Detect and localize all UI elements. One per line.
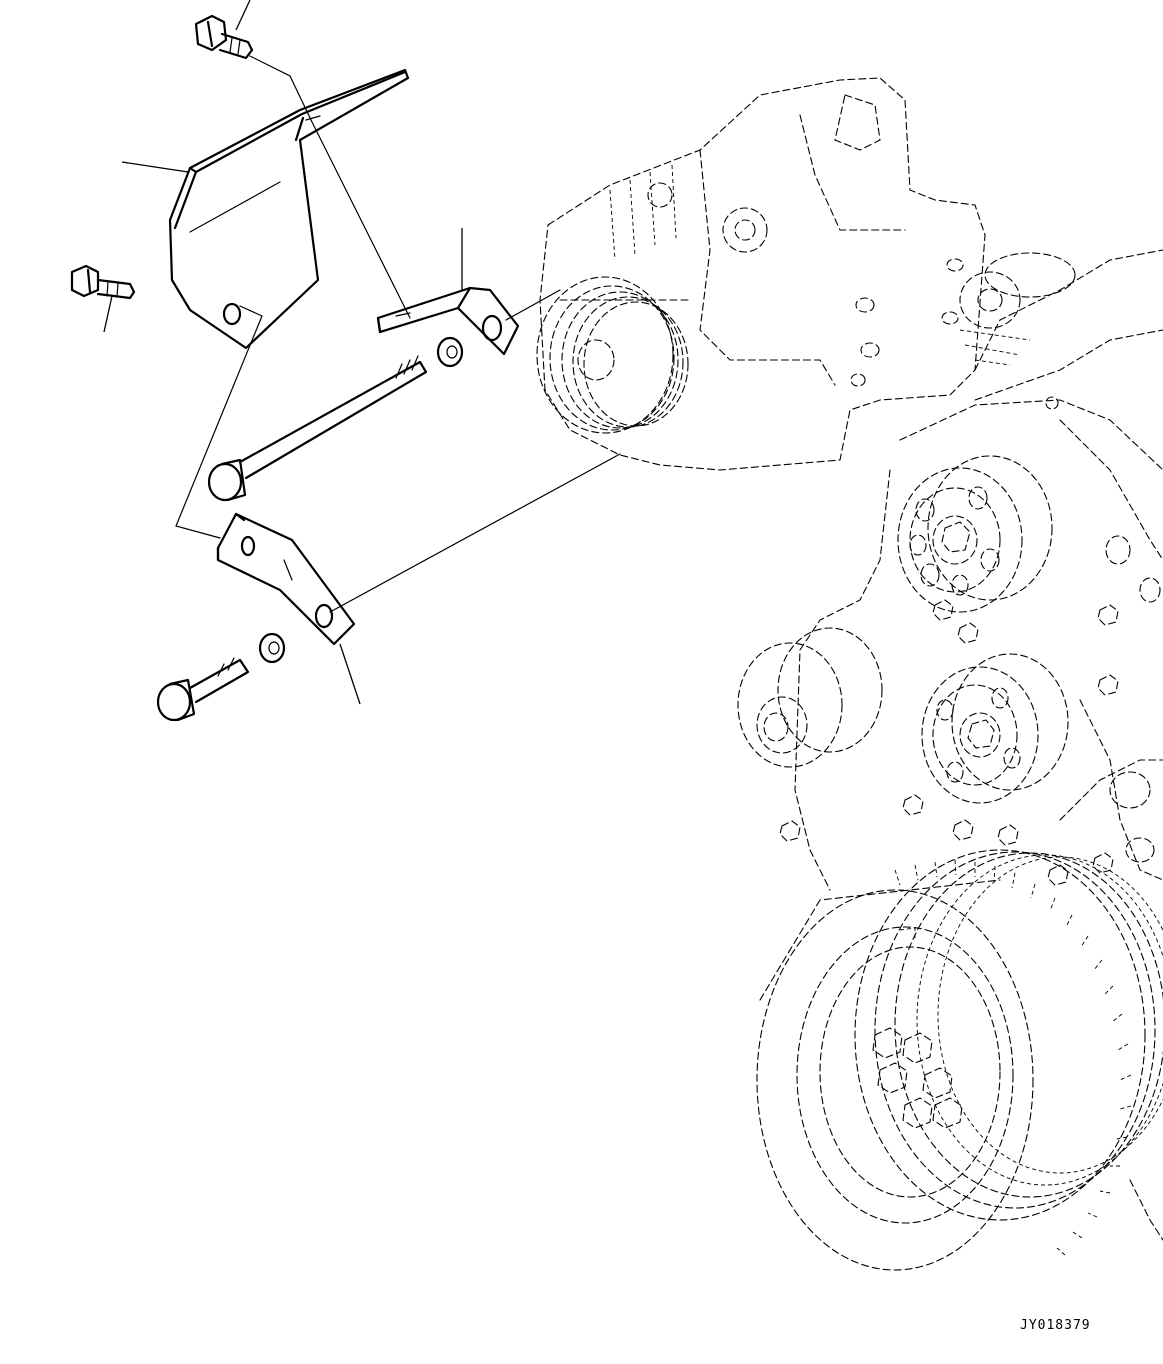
engine-block-phantom [794, 249, 1163, 891]
alternator-pulley-phantom [536, 276, 691, 434]
engine-phantom-outline [536, 77, 1163, 1271]
long-bolt [207, 355, 428, 502]
bolt-side [70, 264, 136, 300]
leader-bracket-plate-callout [121, 161, 189, 173]
bolt-top [194, 14, 254, 60]
idler-pulley-upper-phantom [897, 455, 1053, 613]
washer-lower [258, 632, 286, 664]
installation-lines [175, 55, 621, 613]
cover-bolts-phantom [779, 535, 1161, 886]
bolt-lower [156, 657, 250, 722]
idler-pulley-middle-phantom [921, 653, 1069, 804]
bracket-lower [216, 512, 356, 646]
leader-bolt-side-callout [103, 295, 113, 333]
washer-upper [436, 336, 464, 368]
crankshaft-damper-phantom [756, 849, 1163, 1271]
alternator-phantom [539, 77, 986, 471]
idler-pulley-left-phantom [737, 627, 883, 768]
leader-bolt-top-callout [235, 0, 251, 31]
l-bracket-upper [376, 286, 520, 356]
drawing-number: JY018379 [1020, 1318, 1091, 1333]
leader-bracket-lower-callout [339, 643, 361, 705]
bracket-plate [168, 68, 410, 350]
